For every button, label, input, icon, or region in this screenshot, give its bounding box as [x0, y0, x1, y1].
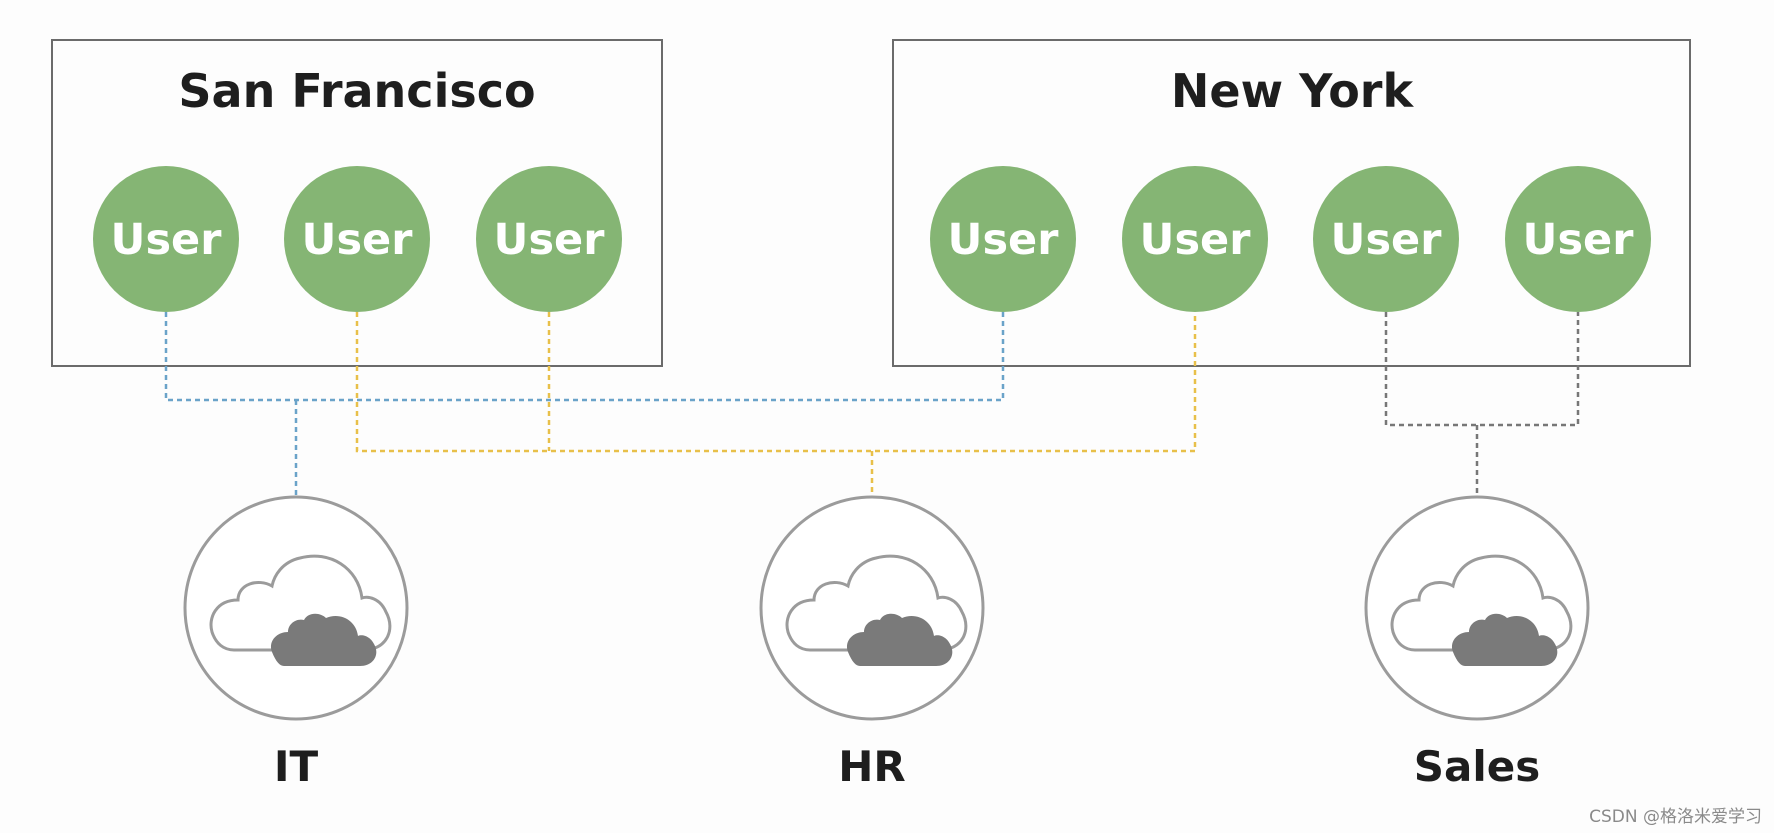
user-node: User	[1313, 166, 1459, 312]
user-label: User	[1331, 215, 1443, 265]
group-label-hr: HR	[838, 742, 906, 791]
user-node: User	[1505, 166, 1651, 312]
it-connections	[164, 312, 1005, 496]
new-york-box	[892, 39, 1691, 367]
hr-connections	[355, 312, 1197, 496]
user-node: User	[284, 166, 430, 312]
group-label-it: IT	[274, 742, 319, 791]
site-title-new-york: New York	[1171, 64, 1415, 118]
hr-group-node: HR	[759, 495, 985, 791]
user-node: User	[1122, 166, 1268, 312]
sales-connections	[1384, 312, 1580, 496]
user-node: User	[930, 166, 1076, 312]
watermark: CSDN @格洛米爱学习	[1589, 807, 1762, 827]
user-label: User	[948, 215, 1060, 265]
user-label: User	[494, 215, 606, 265]
site-title-san-francisco: San Francisco	[178, 64, 535, 118]
user-node: User	[476, 166, 622, 312]
user-node: User	[93, 166, 239, 312]
user-label: User	[1140, 215, 1252, 265]
user-label: User	[111, 215, 223, 265]
sales-group-node: Sales	[1364, 495, 1590, 791]
user-label: User	[302, 215, 414, 265]
group-label-sales: Sales	[1414, 742, 1540, 791]
user-label: User	[1523, 215, 1635, 265]
it-group-node: IT	[183, 495, 409, 791]
